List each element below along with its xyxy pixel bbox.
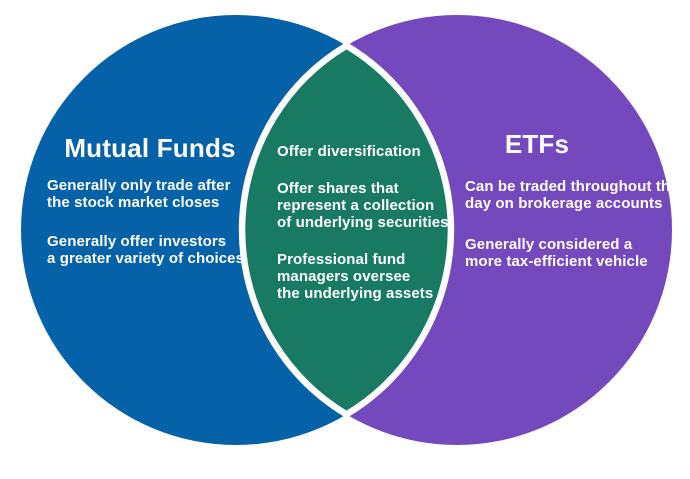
etfs-point-1: Can be traded throughout the day on brok… [465, 178, 679, 212]
overlap-point-3: Professional fund managers oversee the u… [277, 251, 434, 302]
etfs-point-2: Generally considered a more tax-efficien… [465, 236, 648, 270]
overlap-point-1: Offer diversification [277, 143, 421, 160]
overlap-lens-border [238, 41, 455, 419]
etfs-title: ETFs [504, 129, 570, 159]
mutual-funds-point-2: Generally offer investors a greater vari… [47, 233, 245, 267]
overlap-point-2: Offer shares that represent a collection… [277, 180, 449, 231]
mutual-funds-title: Mutual Funds [64, 133, 236, 163]
overlap-lens [242, 45, 451, 415]
mutual-funds-point-1: Generally only trade after the stock mar… [47, 177, 231, 211]
